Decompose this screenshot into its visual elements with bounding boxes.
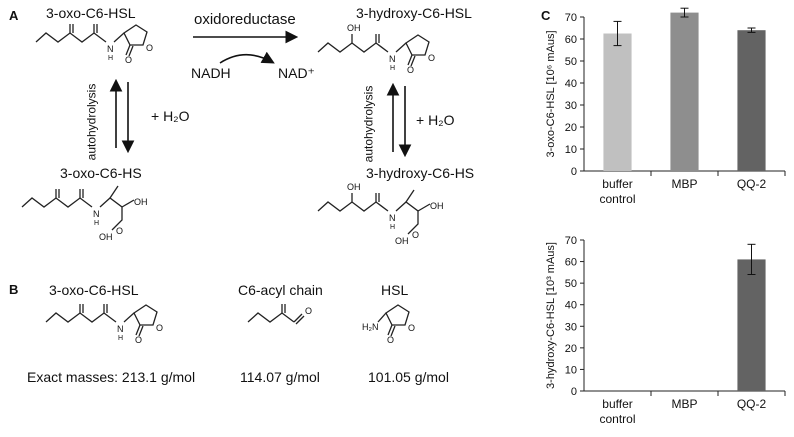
y-tick-label: 70: [565, 12, 577, 24]
atom-o: O: [305, 306, 312, 316]
atom-oh: OH: [395, 236, 409, 246]
mass-value-1: Exact masses: 213.1 g/mol: [27, 369, 196, 385]
y-tick-label: 40: [565, 78, 577, 90]
y-axis-label: 3-hydroxy-C6-HSL [10³ mAus]: [545, 242, 557, 389]
compound-3-hydroxy-c6-hsl-title: 3-hydroxy-C6-HSL: [356, 5, 472, 21]
cofactor-nad: NAD⁺: [278, 65, 315, 81]
atom-o: O: [135, 335, 142, 345]
x-tick-label: buffer: [602, 177, 632, 191]
y-tick-label: 10: [565, 144, 577, 156]
mass-value-2: 114.07 g/mol: [240, 369, 320, 385]
compound-3-oxo-c6-hsl-title: 3-oxo-C6-HSL: [46, 5, 136, 21]
y-tick-label: 50: [565, 278, 577, 290]
cofactor-nadh: NADH: [191, 65, 231, 81]
x-tick-label: buffer: [602, 397, 632, 411]
x-tick-label: MBP: [671, 177, 697, 191]
y-tick-label: 60: [565, 257, 577, 269]
x-tick-label: QQ-2: [737, 177, 767, 191]
atom-oh: OH: [347, 182, 361, 192]
structure-b-hsl: [377, 304, 410, 337]
atom-n: N: [117, 324, 124, 334]
atom-o: O: [146, 43, 153, 53]
y-tick-label: 30: [565, 321, 577, 333]
atom-h: H: [108, 55, 113, 62]
atom-n: N: [389, 54, 396, 64]
y-tick-label: 20: [565, 122, 577, 134]
bar: [603, 33, 632, 171]
compound-3-oxo-c6-hs-title: 3-oxo-C6-HS: [60, 165, 142, 181]
x-tick-label: MBP: [671, 397, 697, 411]
bar: [670, 12, 699, 171]
atom-o: O: [387, 335, 394, 345]
atom-n: N: [107, 44, 114, 54]
y-tick-label: 40: [565, 300, 577, 312]
cofactor-arrow: [219, 51, 275, 64]
water-left: + H₂O: [151, 108, 190, 124]
y-tick-label: 30: [565, 100, 577, 112]
bar: [737, 259, 766, 391]
atom-oh: OH: [99, 232, 113, 242]
enzyme-label: oxidoreductase: [194, 11, 296, 28]
y-tick-label: 70: [565, 235, 577, 247]
atom-h: H: [118, 335, 123, 342]
y-tick-label: 10: [565, 364, 577, 376]
panel-a-letter: A: [9, 8, 19, 23]
panel-c-letter: C: [541, 8, 551, 23]
x-tick-label: control: [599, 412, 635, 426]
atom-oh: OH: [134, 197, 148, 207]
bar-chart-3-hydroxy-c6-hsl: 0 10 20 30 40 50 60 70 3-hydroxy-C6-HSL [10³ mAu…: [545, 235, 786, 426]
atom-n: N: [389, 213, 396, 223]
panel-b-letter: B: [9, 282, 19, 297]
atom-n: N: [93, 209, 100, 219]
y-tick-label: 0: [571, 386, 577, 398]
atom-o: O: [408, 323, 415, 333]
atom-o: O: [116, 226, 123, 236]
y-axis-label: 3-oxo-C6-HSL [10⁶ mAus]: [545, 31, 557, 158]
x-tick-label: control: [599, 192, 635, 206]
y-tick-label: 20: [565, 343, 577, 355]
mass-compound-3: HSL: [381, 282, 409, 298]
atom-o: O: [428, 53, 435, 63]
atom-o: O: [125, 55, 132, 65]
structure-b-c6-acyl-chain: [247, 304, 305, 325]
y-tick-label: 50: [565, 56, 577, 68]
atom-h: H: [390, 65, 395, 72]
mass-compound-1: 3-oxo-C6-HSL: [49, 282, 139, 298]
reaction-scheme-drawing: N H O O OH N H O O N H OH OH O OH N H OH…: [21, 23, 444, 345]
atom-h: H: [94, 220, 99, 227]
structure-3-hydroxy-c6-hs: [317, 189, 431, 235]
atom-o: O: [156, 323, 163, 333]
bar: [737, 30, 766, 172]
atom-h: H: [390, 224, 395, 231]
y-tick-label: 0: [571, 166, 577, 178]
water-right: + H₂O: [416, 112, 455, 128]
mass-compound-2: C6-acyl chain: [238, 282, 323, 298]
compound-3-hydroxy-c6-hs-title: 3-hydroxy-C6-HS: [366, 165, 475, 181]
structure-3-oxo-c6-hs: [21, 185, 135, 231]
structure-3-oxo-c6-hsl: [35, 24, 148, 57]
structure-3-hydroxy-c6-hsl: [317, 34, 430, 67]
atom-h2n: H₂N: [362, 322, 379, 332]
atom-o: O: [407, 65, 414, 75]
y-tick-label: 60: [565, 34, 577, 46]
x-tick-label: QQ-2: [737, 397, 767, 411]
structure-b-3-oxo-c6-hsl: [45, 304, 158, 337]
atom-oh: OH: [430, 201, 444, 211]
bar-chart-3-oxo-c6-hsl: 0 10 20 30 40 50 60 70 3-oxo-C6-HSL [10⁶ mAus] bu…: [545, 7, 786, 206]
atom-oh: OH: [347, 23, 361, 33]
mass-value-3: 101.05 g/mol: [368, 369, 449, 385]
atom-o: O: [412, 230, 419, 240]
